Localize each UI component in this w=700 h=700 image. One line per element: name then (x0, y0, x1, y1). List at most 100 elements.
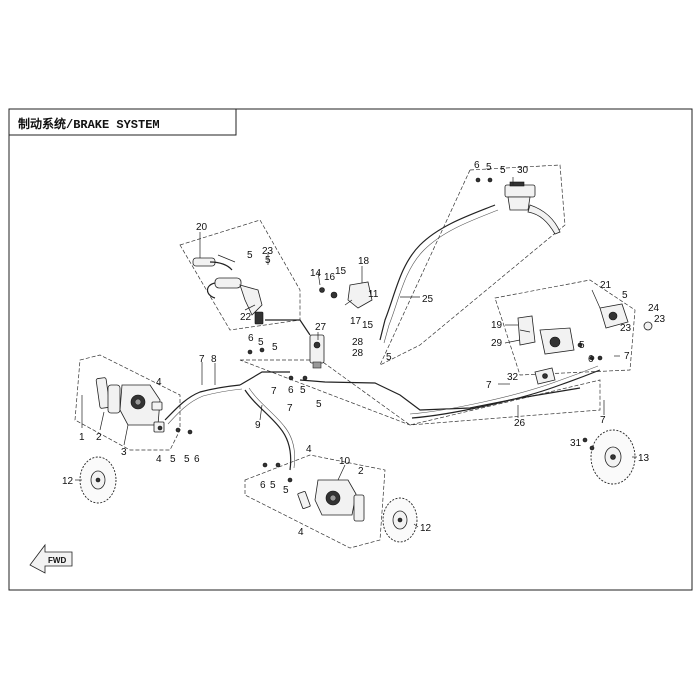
callout-8: 8 (211, 354, 217, 365)
callout-15: 15 (335, 266, 347, 277)
callout-5: 5 (272, 342, 278, 353)
callout-12: 12 (420, 523, 432, 534)
rear-brake-disc (590, 429, 636, 485)
front-right-brake-disc (382, 497, 418, 543)
callout-1: 1 (79, 432, 85, 443)
callout-27: 27 (315, 322, 327, 333)
callout-5: 5 (247, 250, 253, 261)
front-left-caliper-group-outline (74, 354, 181, 451)
front-junction-line (239, 371, 290, 386)
callout-5: 5 (270, 480, 276, 491)
callout-32: 32 (507, 372, 519, 383)
rear-caliper-group-outline (494, 279, 636, 376)
rear-brake-hose-inner (409, 365, 599, 415)
callout-5: 5 (283, 485, 289, 496)
callout-6: 6 (588, 354, 594, 365)
callout-7: 7 (199, 354, 205, 365)
callout-5: 5 (386, 352, 392, 363)
callout-21: 21 (600, 280, 612, 291)
callout-6: 6 (260, 480, 266, 491)
master-cylinder-hose (379, 204, 496, 341)
callout-5: 5 (622, 290, 628, 301)
callout-22: 22 (240, 312, 252, 323)
callout-4: 4 (156, 377, 162, 388)
callout-5: 5 (265, 255, 271, 266)
callout-5: 5 (258, 337, 264, 348)
master-cylinder-hose-inner (383, 209, 499, 344)
callout-2: 2 (96, 432, 102, 443)
front-left-brake-disc (79, 456, 117, 504)
pedal-line (265, 319, 311, 336)
valve-line (299, 379, 581, 411)
callout-2: 2 (358, 466, 364, 477)
callout-4: 4 (156, 454, 162, 465)
fasteners (157, 177, 603, 483)
valve-bracket (319, 281, 373, 309)
callout-5: 5 (300, 385, 306, 396)
callout-7: 7 (600, 415, 606, 426)
callout-28: 28 (352, 337, 364, 348)
rear-bracket (534, 367, 556, 385)
callout-23: 23 (620, 323, 632, 334)
front-left-caliper (95, 377, 165, 433)
callout-4: 4 (306, 444, 312, 455)
callout-6: 6 (248, 333, 254, 344)
callout-25: 25 (422, 294, 434, 305)
callout-6: 6 (194, 454, 200, 465)
rear-brake-hose (411, 369, 601, 419)
callout-19: 19 (491, 320, 503, 331)
callout-11: 11 (368, 289, 379, 300)
front-brake-hose-left-inner (167, 388, 243, 425)
callout-17: 17 (350, 316, 362, 327)
front-right-caliper-group-outline (244, 454, 386, 549)
callout-6: 6 (474, 160, 480, 171)
foot-pedal-assembly (192, 257, 264, 325)
front-right-caliper (297, 479, 365, 522)
callout-31: 31 (570, 438, 582, 449)
front-brake-hose-right-inner (248, 387, 295, 469)
callout-4: 4 (298, 527, 304, 538)
callout-5: 5 (486, 162, 492, 173)
callout-5: 5 (579, 340, 585, 351)
callout-20: 20 (196, 222, 208, 233)
fwd-label: FWD (48, 556, 66, 565)
callout-5: 5 (170, 454, 176, 465)
callout-23: 23 (262, 246, 274, 257)
callout-10: 10 (339, 456, 351, 467)
callout-23: 23 (654, 314, 666, 325)
callout-7: 7 (271, 386, 277, 397)
forward-direction-arrow: FWD (29, 543, 73, 574)
master-cylinder-group-outline (379, 164, 566, 366)
callout-29: 29 (491, 338, 503, 349)
callout-labels: 1 2 3 4 4 5 5 6 7 8 9 7 7 6 5 5 6 5 5 4 … (62, 160, 666, 538)
callout-30: 30 (517, 165, 529, 176)
callout-28: 28 (352, 348, 364, 359)
callout-18: 18 (358, 256, 370, 267)
callout-7: 7 (287, 403, 293, 414)
callout-24: 24 (648, 303, 660, 314)
leader-lines (75, 177, 637, 528)
callout-5: 5 (316, 399, 322, 410)
callout-7: 7 (624, 351, 630, 362)
callout-9: 9 (255, 420, 261, 431)
foot-pedal-group-outline (179, 219, 301, 331)
front-brake-hose-left (164, 384, 241, 421)
callout-7: 7 (486, 380, 492, 391)
callout-16: 16 (324, 272, 336, 283)
front-brake-hose-right (244, 389, 292, 471)
rear-caliper (517, 303, 653, 355)
outer-frame (8, 108, 693, 591)
callout-26: 26 (514, 418, 526, 429)
callout-5: 5 (184, 454, 190, 465)
callout-12: 12 (62, 476, 74, 487)
callout-13: 13 (638, 453, 650, 464)
callout-5: 5 (500, 165, 506, 176)
callout-6: 6 (288, 385, 294, 396)
callout-14: 14 (310, 268, 322, 279)
proportioning-valve (309, 334, 325, 369)
master-cylinder (504, 181, 561, 235)
diagram-title: 制动系统/BRAKE SYSTEM (18, 116, 160, 132)
callout-3: 3 (121, 447, 127, 458)
callout-15: 15 (362, 320, 374, 331)
